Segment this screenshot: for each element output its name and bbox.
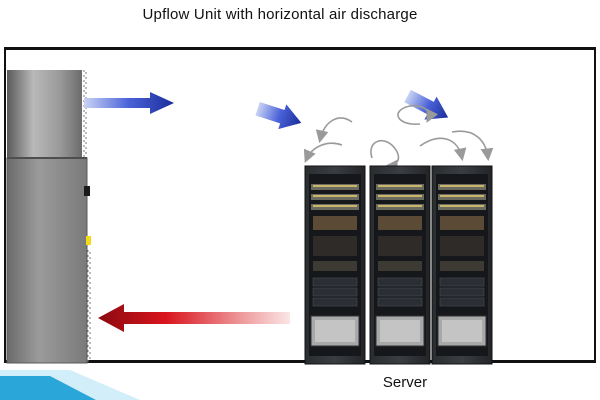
cool-air-arrow [84,92,174,114]
circulation-arrows [303,104,494,173]
equipment-unit [313,261,357,271]
server-racks [304,165,493,365]
panel-ports [378,195,422,197]
panel-ports [378,205,422,207]
server-unit [312,277,358,287]
equipment-unit [440,236,484,256]
equipment-unit [440,216,484,230]
rack-vent [380,320,420,342]
panel-ports [378,185,422,187]
panel-ports [440,195,484,197]
panel-ports [313,205,357,207]
equipment-unit [313,216,357,230]
panel-ports [440,185,484,187]
equipment-unit [378,236,422,256]
server-unit [312,297,358,307]
upflow-unit [6,70,91,364]
equipment-unit [378,216,422,230]
equipment-unit [313,236,357,256]
curved-arrow [451,130,494,162]
server-label: Server [382,374,428,391]
rack-vent [442,320,482,342]
status-indicator [86,236,91,245]
server-unit [439,297,485,307]
panel-ports [440,205,484,207]
server-rack [304,165,366,365]
server-unit [439,287,485,297]
equipment-unit [440,261,484,271]
panel-ports [313,185,357,187]
server-unit [439,277,485,287]
curved-arrow [397,104,439,125]
room-outline [4,47,596,363]
rack-vent [315,320,355,342]
server-rack [369,165,431,365]
unit-latch [84,186,90,196]
server-unit [312,287,358,297]
curved-arrow [315,117,353,144]
hot-air-arrow [98,304,290,332]
curved-arrow [370,139,400,173]
unit-plenum [7,70,82,158]
unit-cabinet [6,157,88,364]
server-unit [377,287,423,297]
diagram-title: Upflow Unit with horizontal air discharg… [142,6,418,23]
panel-ports [313,195,357,197]
equipment-unit [378,261,422,271]
wall-hatch [83,70,91,362]
slide-accent-shape [0,370,140,400]
server-rack [431,165,493,365]
server-unit [377,277,423,287]
cool-air-arrow [255,102,302,130]
server-unit [377,297,423,307]
curved-arrow [303,142,343,163]
curved-arrow [419,137,467,162]
